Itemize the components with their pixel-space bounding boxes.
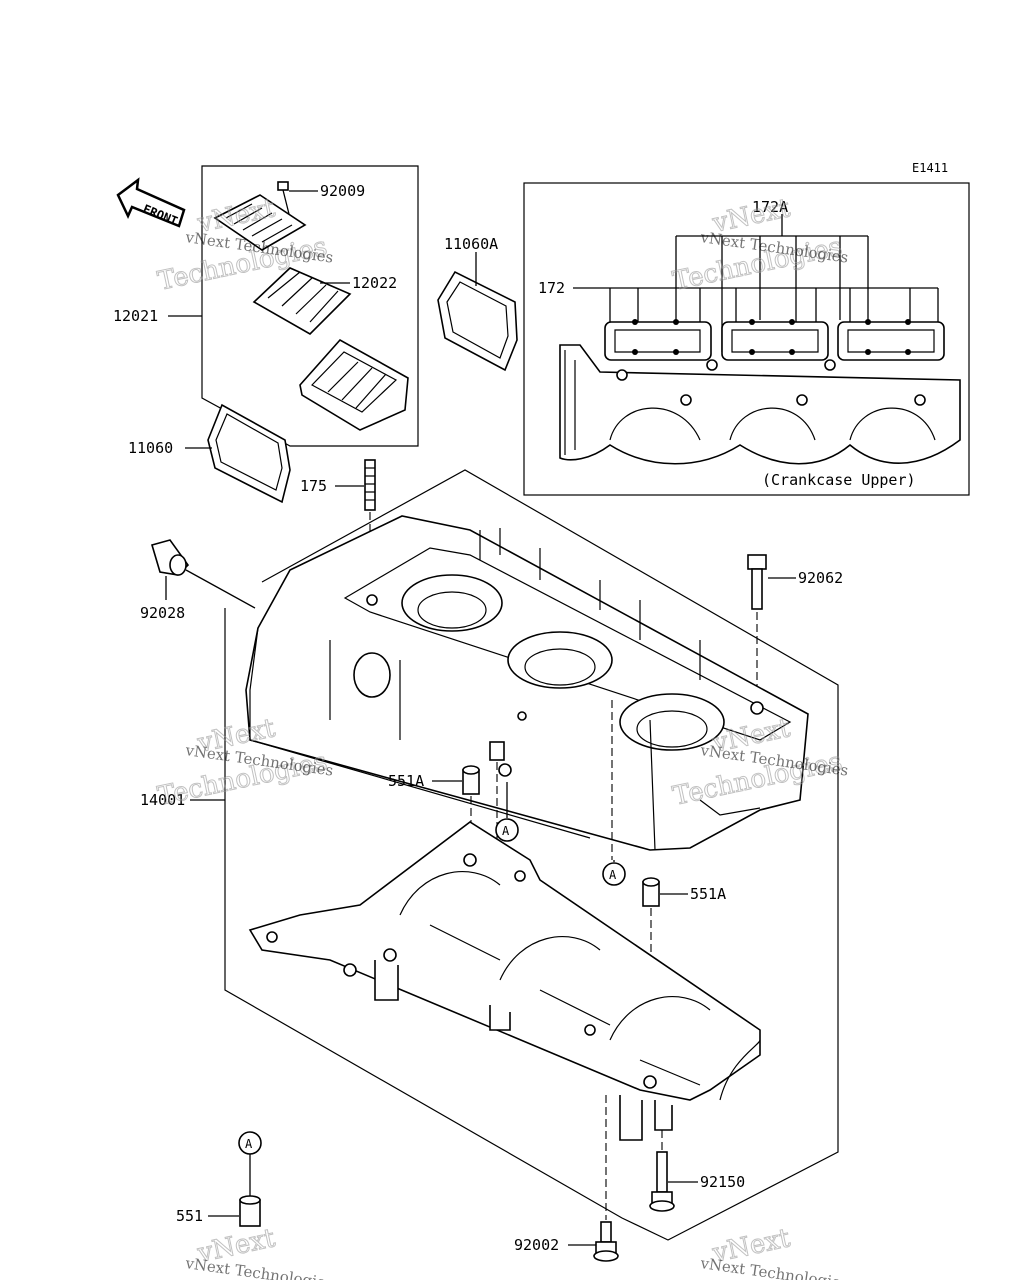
label-92028: 92028 — [140, 604, 185, 622]
label-12021: 12021 — [113, 307, 158, 325]
label-92062: 92062 — [798, 569, 843, 587]
crankcase-frame — [224, 469, 839, 1241]
svg-text:A: A — [502, 824, 510, 838]
svg-text:vNext Technologies: vNext Technologies — [183, 1254, 334, 1280]
label-172a: 172A — [752, 198, 788, 216]
crankcase-lower — [248, 821, 761, 1141]
watermark-bottom-right: vNext vNext Technologies — [698, 1223, 849, 1280]
svg-text:vNext Technologies: vNext Technologies — [698, 1254, 849, 1280]
label-92009: 92009 — [320, 182, 365, 200]
svg-text:A: A — [245, 1137, 253, 1151]
label-175: 175 — [300, 477, 327, 495]
reference-marker-a-1: A — [495, 782, 519, 842]
reed-valve-group — [168, 165, 419, 447]
label-551: 551 — [176, 1207, 203, 1225]
gasket-11060a — [437, 252, 518, 372]
label-11060a: 11060A — [444, 235, 498, 253]
label-92150: 92150 — [700, 1173, 745, 1191]
bolt-92002 — [568, 1095, 619, 1262]
watermark-bottom-left: vNext vNext Technologies — [183, 1223, 334, 1280]
reference-marker-a-2: A — [602, 860, 626, 886]
inset-caption: (Crankcase Upper) — [762, 471, 916, 489]
label-11060: 11060 — [128, 439, 173, 457]
label-92002: 92002 — [514, 1236, 559, 1254]
label-172: 172 — [538, 279, 565, 297]
bolt-92062 — [747, 554, 796, 700]
dowel-551: A — [208, 1131, 262, 1227]
watermark-mid-right: vNext Technologies vNext Technologies — [670, 713, 850, 813]
label-551a-left: 551A — [388, 772, 424, 790]
label-14001: 14001 — [140, 791, 185, 809]
label-12022: 12022 — [352, 274, 397, 292]
crankcase-upper — [245, 515, 809, 860]
bolt-92150 — [649, 1130, 698, 1212]
gasket-11060 — [185, 403, 291, 504]
front-arrow-icon: FRONT — [116, 177, 186, 228]
label-551a-right: 551A — [690, 885, 726, 903]
svg-text:A: A — [609, 868, 617, 882]
diagram-code: E1411 — [912, 161, 948, 175]
inset-crankcase-upper — [523, 182, 970, 496]
cap-92028 — [151, 539, 256, 609]
